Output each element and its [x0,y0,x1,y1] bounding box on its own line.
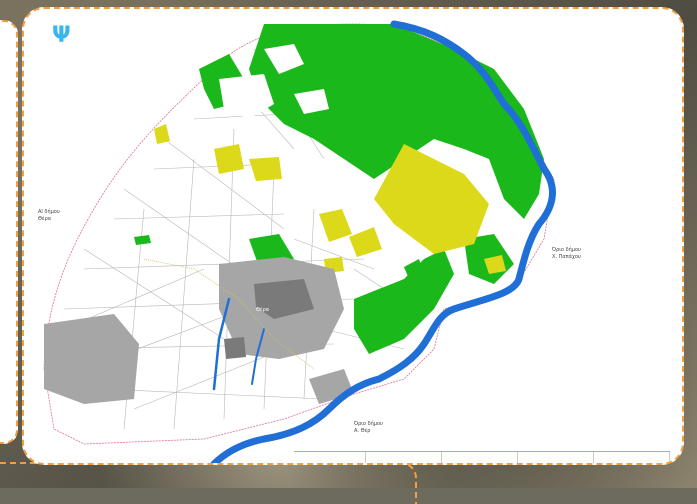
forest-clearings [219,44,329,119]
urban-areas [44,257,354,404]
land-use-map [43,20,556,463]
legend-cell [294,452,366,463]
label-west-boundary: Al δήμου Θέρα [38,209,60,222]
stream-inner [212,297,231,391]
legend-cell [522,452,594,463]
urban-dense-center [224,279,314,359]
trident-logo-icon: Ψ [52,23,71,48]
legend-cell [446,452,518,463]
agricultural-areas [154,124,506,274]
legend-cell [370,452,442,463]
stream-inner-2 [251,328,265,385]
label-city-center: Θέρα [256,307,270,313]
label-east-boundary: Όριο δήμου Χ. Παπάχου [552,247,581,260]
river-east [210,20,556,463]
background-panel-bottom [0,462,417,504]
map-legend-strip [294,451,670,463]
map-card: Ψ [22,7,684,465]
background-panel-left [0,20,18,444]
label-south-boundary: Όριο δήμου Α. Θέρ [354,421,383,434]
forest-areas [134,24,544,354]
main-road [143,258,315,370]
legend-cell [598,452,670,463]
waterways [210,20,556,463]
